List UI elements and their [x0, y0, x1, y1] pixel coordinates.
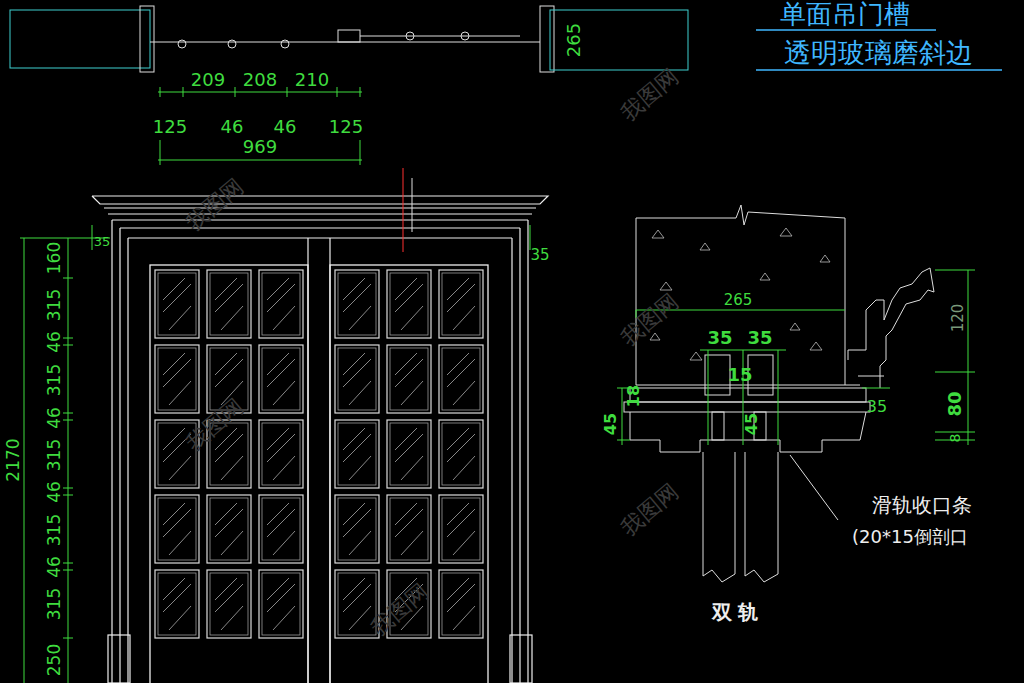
dimension: 46: [46, 331, 63, 353]
dimension: 265: [565, 23, 583, 57]
dimension: 250: [46, 644, 63, 676]
watermark: 我图网: [618, 290, 683, 349]
dimension: 45: [603, 413, 619, 435]
callout-text: 滑轨收口条: [872, 495, 972, 515]
watermark: 我图网: [183, 395, 248, 454]
dimension: 315: [46, 289, 63, 321]
dimension: 120: [951, 304, 966, 333]
dimension: 46: [274, 118, 297, 136]
dimension: 35: [94, 235, 111, 248]
dimension: 125: [329, 118, 363, 136]
title-text: 透明玻璃磨斜边: [784, 39, 973, 66]
dimension: 46: [46, 556, 63, 578]
dimension: 35: [707, 329, 732, 347]
dimension: 315: [46, 514, 63, 546]
dimension: 315: [46, 588, 63, 620]
watermark: 我图网: [368, 580, 433, 639]
dimension: 315: [46, 439, 63, 471]
watermark: 我图网: [618, 65, 683, 124]
dimension: 46: [221, 118, 244, 136]
dimension: 35: [530, 248, 549, 263]
dimension: 160: [46, 242, 63, 274]
watermark: 我图网: [618, 480, 683, 539]
dimension: 45: [744, 413, 760, 435]
dimension: 35: [747, 329, 772, 347]
callout-text: (20*15倒剖口: [852, 528, 968, 546]
watermark: 我图网: [183, 175, 248, 234]
dimension: 15: [727, 366, 752, 384]
dimension: 8: [948, 434, 962, 443]
dimension: 209: [191, 71, 225, 89]
dimension: 46: [46, 481, 63, 503]
title-text: 单面吊门槽: [780, 1, 910, 27]
dimension: 18: [626, 385, 642, 407]
dimension: 125: [153, 118, 187, 136]
dimension: 35: [867, 399, 887, 415]
dimension: 969: [243, 138, 277, 156]
section-caption: 双 轨: [712, 602, 759, 622]
dimension: 315: [46, 364, 63, 396]
dimension: 2170: [5, 438, 22, 481]
dimension: 208: [243, 71, 277, 89]
dimension: 210: [295, 71, 329, 89]
dimension: 265: [724, 293, 753, 308]
dimension: 80: [946, 391, 964, 416]
dimension: 46: [46, 407, 63, 429]
